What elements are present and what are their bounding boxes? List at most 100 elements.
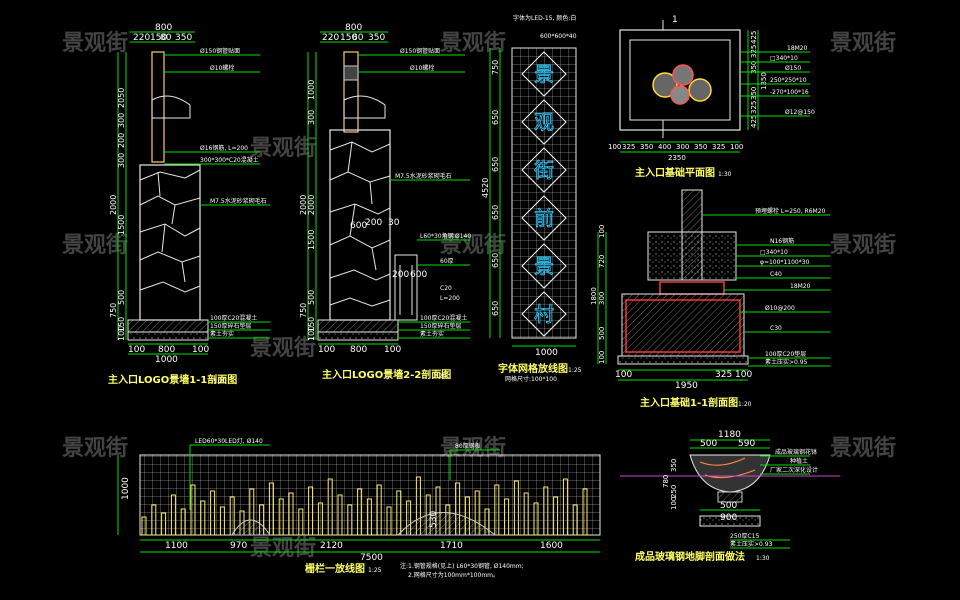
note: 250厚C15: [730, 533, 759, 540]
dim-label: 500: [700, 439, 717, 449]
note: 18M20: [787, 45, 808, 52]
grid-glyph: 街: [534, 158, 554, 182]
footing: [699, 515, 761, 527]
dim-label: 2000: [307, 195, 316, 215]
steel-plate: [659, 281, 725, 295]
dim-label: 350: [640, 143, 653, 151]
dim-label: 350: [670, 459, 678, 472]
note: M7.5水泥砂浆砌毛石: [210, 197, 267, 205]
dim-label: 530: [429, 511, 439, 528]
fence-bar: [278, 498, 284, 536]
dim-label: 220: [133, 33, 150, 43]
dim-label: 800: [158, 345, 175, 355]
dim-label: 300: [676, 143, 689, 151]
dim-label: 300: [117, 113, 126, 128]
note: M7.5水泥砂浆砌毛石: [395, 172, 452, 180]
note: Ø12@150: [785, 109, 815, 116]
fence-bar: [327, 478, 333, 536]
dim-label: 300: [117, 153, 126, 168]
note: 字体为LED-15, 颜色:白: [513, 14, 576, 22]
fence-bar: [317, 502, 323, 536]
drawing-scale: 1:20: [213, 378, 227, 385]
dim-label: 300: [307, 110, 316, 125]
dim-label: 100: [670, 497, 678, 510]
fence-bar: [494, 484, 500, 536]
dim-label: 100: [128, 345, 145, 355]
dim-label: 350: [694, 143, 707, 151]
fence-bar: [180, 508, 186, 536]
dim-label: 650: [491, 205, 500, 220]
leader-notes: 预埋螺栓 L=250, R6M20 N16钢筋 □340*10 φ=100*11…: [702, 207, 830, 367]
dim-label: 1600: [540, 541, 563, 551]
dim-label: 800: [350, 345, 367, 355]
note: C30: [770, 325, 782, 332]
note: 100厚C20垫层: [765, 350, 806, 358]
diamond-frame: [521, 147, 567, 193]
drawing-title: 主入口基础1-1剖面图: [640, 396, 738, 409]
watermark: 景观街: [440, 232, 506, 258]
dim-label: 2000: [109, 195, 118, 215]
note: 250*250*10: [770, 77, 807, 84]
fence-bar: [386, 506, 392, 536]
planter-base: [717, 491, 743, 503]
fence-bar: [210, 490, 216, 536]
gravel-layer: [127, 331, 209, 341]
drawing-scale: 1:25: [368, 567, 382, 574]
dim-label: 200: [365, 218, 382, 228]
concrete-base: [127, 319, 209, 333]
note: Ø150钢管贴面: [400, 47, 440, 55]
dim-label: 425: [750, 115, 758, 128]
concrete-base: [317, 319, 399, 333]
dim-label: 650: [491, 157, 500, 172]
dim-label: 720: [598, 255, 606, 268]
dim-label: 1800: [590, 287, 598, 305]
diamond-frame: [521, 243, 567, 289]
dim-label: 350: [750, 61, 758, 74]
drawing-scale: 1:30: [718, 171, 732, 178]
fence-bar: [337, 494, 343, 536]
cap-bracket: [343, 95, 386, 119]
dim-label: 970: [230, 541, 247, 551]
note: 厂家二次深化设计: [770, 466, 818, 474]
note: 预埋螺栓 L=250, R6M20: [755, 207, 826, 215]
foundation-section: 100 720 1800 300 500 100 100 1950 325 10…: [590, 189, 830, 409]
dim-label: 100: [318, 345, 335, 355]
dim-label: 30: [388, 218, 400, 228]
post-collar: [343, 65, 359, 81]
dim-label: 1350: [760, 72, 768, 90]
note: □340*10: [770, 55, 798, 62]
note: 60厚: [440, 258, 454, 265]
dim-label: 220: [322, 33, 339, 43]
note: N16钢筋: [770, 237, 794, 245]
fence-bar: [268, 482, 274, 536]
dim-label: 1: [672, 15, 678, 25]
dim-label: 250: [670, 485, 678, 498]
note: φ=100*1100*30: [760, 259, 810, 266]
dim-label: 600: [410, 270, 427, 280]
note: C20: [440, 285, 452, 292]
dim-label: 500: [720, 501, 737, 511]
dim-label: 150: [117, 317, 126, 332]
dim-label: 2350: [668, 154, 686, 162]
dim-label: 750: [109, 303, 118, 318]
note: 150厚碎石垫层: [420, 322, 461, 330]
foundation-plan: 1 100 325 350 400 300 350 325 100 2350 4…: [608, 15, 815, 179]
note: 2.网格尺寸为100mm*100mm。: [408, 571, 499, 579]
dim-label: 650: [491, 301, 500, 316]
note: Ø140: [455, 233, 471, 240]
note: 种植土: [790, 457, 808, 465]
grid-glyph: 前: [534, 206, 554, 230]
dim-label: 900: [720, 513, 737, 523]
diamond-frame: [521, 99, 567, 145]
mound: [231, 519, 271, 536]
note: 素土夯实: [210, 330, 234, 338]
drawing-title: 主入口基础平面图: [635, 166, 715, 179]
note: Ø150钢管贴面: [200, 47, 240, 55]
note: 素土压实>0.95: [765, 358, 808, 366]
note: 300*300*C20混凝土: [200, 156, 259, 164]
dim-label: 7500: [360, 553, 383, 563]
dim-label: 300: [598, 292, 606, 305]
